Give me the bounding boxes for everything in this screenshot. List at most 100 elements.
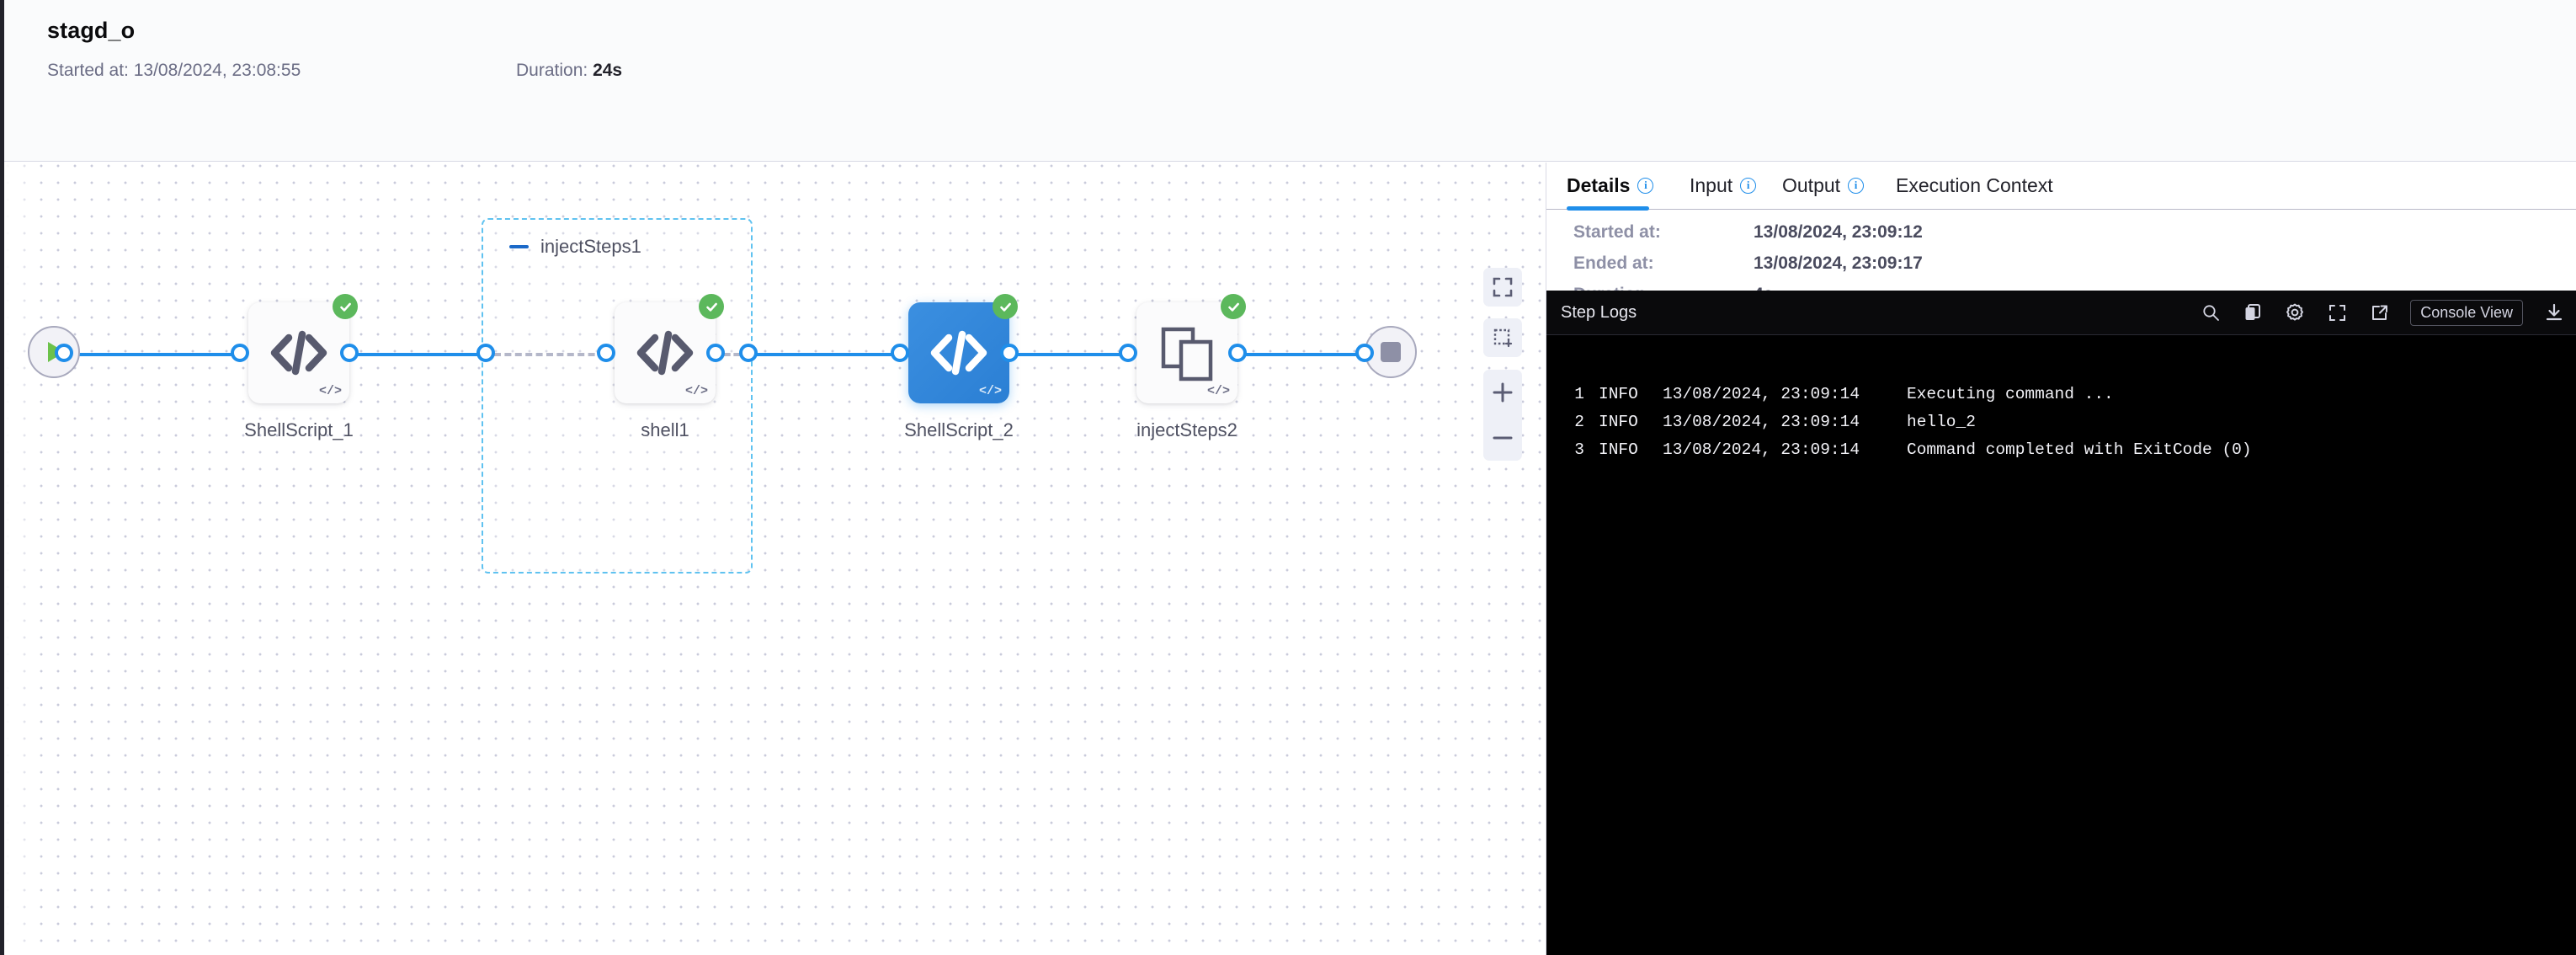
copy-stack-icon bbox=[1136, 302, 1237, 403]
log-line-number: 3 bbox=[1574, 440, 1584, 459]
detail-value-ended-at: 13/08/2024, 23:09:17 bbox=[1754, 253, 1923, 273]
status-badge-success bbox=[333, 294, 358, 319]
copy-icon[interactable] bbox=[2242, 301, 2264, 323]
detail-label-ended-at: Ended at: bbox=[1573, 253, 1654, 273]
port-shellscript1-out[interactable] bbox=[340, 344, 359, 362]
plus-icon bbox=[1493, 382, 1513, 403]
step-node-shellscript1[interactable]: </> bbox=[248, 294, 358, 403]
console-title: Step Logs bbox=[1561, 302, 1637, 322]
edge-group-in-dashed bbox=[494, 353, 605, 356]
node-type-badge-icon: </> bbox=[978, 384, 1002, 398]
started-at-value: 13/08/2024, 23:08:55 bbox=[133, 61, 301, 80]
step-node-label-injectsteps2: injectSteps2 bbox=[1136, 419, 1237, 440]
log-timestamp: 13/08/2024, 23:09:14 bbox=[1663, 384, 1860, 403]
tab-execution-context-label: Execution Context bbox=[1896, 174, 2053, 196]
panel-tabbar: Details i Input i Output i Execution Con… bbox=[1546, 163, 2576, 211]
external-link-icon[interactable] bbox=[2368, 301, 2390, 323]
port-shellscript2-in[interactable] bbox=[891, 344, 909, 362]
log-line: 2 INFO 13/08/2024, 23:09:14 hello_2 bbox=[1546, 408, 2576, 435]
tab-details-label: Details bbox=[1567, 174, 1631, 196]
port-group-in[interactable] bbox=[476, 344, 495, 362]
log-level: INFO bbox=[1599, 384, 1638, 403]
edge-shellscript1-to-group bbox=[295, 353, 493, 356]
search-icon[interactable] bbox=[2200, 301, 2222, 323]
console-view-toggle[interactable]: Console View bbox=[2410, 299, 2523, 326]
fit-to-screen-button[interactable] bbox=[1483, 268, 1522, 307]
status-badge-success bbox=[1221, 294, 1246, 319]
log-line: 1 INFO 13/08/2024, 23:09:14 Executing co… bbox=[1546, 380, 2576, 408]
port-shellscript1-in[interactable] bbox=[231, 344, 249, 362]
log-level: INFO bbox=[1599, 440, 1638, 459]
port-start-out[interactable] bbox=[55, 344, 73, 362]
log-line: 3 INFO 13/08/2024, 23:09:14 Command comp… bbox=[1546, 435, 2576, 463]
console-toolbar: Step Logs bbox=[1546, 291, 2576, 335]
select-area-button[interactable] bbox=[1483, 318, 1522, 357]
port-injectsteps2-out[interactable] bbox=[1228, 344, 1247, 362]
edge-start-to-shellscript1 bbox=[63, 353, 240, 356]
minus-icon bbox=[1493, 436, 1513, 440]
status-badge-success bbox=[699, 294, 724, 319]
step-node-injectsteps2[interactable]: </> bbox=[1136, 294, 1246, 403]
expand-icon bbox=[1493, 277, 1513, 297]
tab-details[interactable]: Details i bbox=[1567, 174, 1654, 197]
log-timestamp: 13/08/2024, 23:09:14 bbox=[1663, 412, 1860, 431]
node-type-badge-icon: </> bbox=[318, 384, 342, 398]
port-shell1-out[interactable] bbox=[706, 344, 725, 362]
step-group-label-text: injectSteps1 bbox=[540, 236, 641, 257]
port-shellscript2-out[interactable] bbox=[1000, 344, 1019, 362]
tab-output-label: Output bbox=[1782, 174, 1841, 196]
tab-input[interactable]: Input i bbox=[1690, 174, 1757, 197]
details-panel: Details i Input i Output i Execution Con… bbox=[1546, 163, 2576, 955]
step-node-label-shell1: shell1 bbox=[641, 419, 689, 440]
step-node-shellscript2[interactable]: </> bbox=[908, 294, 1018, 403]
info-icon[interactable]: i bbox=[1848, 178, 1865, 194]
node-type-badge-icon: </> bbox=[1206, 384, 1230, 398]
step-logs-console: Step Logs bbox=[1546, 291, 2576, 955]
log-line-number: 2 bbox=[1574, 412, 1584, 431]
zoom-controls[interactable] bbox=[1483, 370, 1522, 461]
log-timestamp: 13/08/2024, 23:09:14 bbox=[1663, 440, 1860, 459]
zoom-out-button[interactable] bbox=[1483, 415, 1522, 461]
detail-value-started-at: 13/08/2024, 23:09:12 bbox=[1754, 222, 1923, 242]
port-group-out[interactable] bbox=[739, 344, 758, 362]
code-icon bbox=[908, 302, 1009, 403]
port-injectsteps2-in[interactable] bbox=[1119, 344, 1137, 362]
fullscreen-icon[interactable] bbox=[2326, 301, 2348, 323]
log-line-number: 1 bbox=[1574, 384, 1584, 403]
step-group-label[interactable]: injectSteps1 bbox=[509, 236, 641, 258]
stop-icon bbox=[1381, 342, 1401, 362]
gear-icon[interactable] bbox=[2284, 301, 2306, 323]
collapse-icon[interactable] bbox=[509, 245, 529, 248]
log-message: Command completed with ExitCode (0) bbox=[1907, 440, 2252, 459]
tab-active-underline bbox=[1567, 206, 1649, 211]
log-output[interactable]: 1 INFO 13/08/2024, 23:09:14 Executing co… bbox=[1546, 336, 2576, 955]
page-title: stagd_o bbox=[47, 18, 136, 43]
step-node-label-shellscript2: ShellScript_2 bbox=[904, 419, 1014, 440]
port-shell1-in[interactable] bbox=[597, 344, 615, 362]
log-message: Executing command ... bbox=[1907, 384, 2114, 403]
step-node-shell1[interactable]: </> bbox=[615, 294, 724, 403]
execution-header: stagd_o Started at: 13/08/2024, 23:08:55… bbox=[4, 0, 2576, 162]
code-icon bbox=[615, 302, 716, 403]
tab-execution-context[interactable]: Execution Context bbox=[1896, 174, 2053, 197]
console-tool-group: Console View bbox=[2200, 299, 2565, 326]
node-type-badge-icon: </> bbox=[684, 384, 708, 398]
download-icon[interactable] bbox=[2543, 301, 2565, 323]
pipeline-canvas[interactable]: injectSteps1 bbox=[4, 163, 1545, 955]
zoom-in-button[interactable] bbox=[1483, 370, 1522, 415]
duration-value: 24s bbox=[593, 61, 623, 80]
info-icon[interactable]: i bbox=[1740, 178, 1757, 194]
edge-shellscript2-to-injectsteps2 bbox=[998, 353, 1129, 356]
log-level: INFO bbox=[1599, 412, 1638, 431]
tab-output[interactable]: Output i bbox=[1782, 174, 1865, 197]
left-rail bbox=[0, 0, 4, 955]
log-message: hello_2 bbox=[1907, 412, 1976, 431]
edge-injectsteps2-to-end bbox=[1225, 353, 1365, 356]
started-at-meta: Started at: 13/08/2024, 23:08:55 bbox=[47, 61, 301, 81]
info-icon[interactable]: i bbox=[1637, 178, 1654, 194]
status-badge-success bbox=[993, 294, 1018, 319]
step-node-label-shellscript1: ShellScript_1 bbox=[244, 419, 354, 440]
tab-input-label: Input bbox=[1690, 174, 1733, 196]
port-end-in[interactable] bbox=[1355, 344, 1374, 362]
